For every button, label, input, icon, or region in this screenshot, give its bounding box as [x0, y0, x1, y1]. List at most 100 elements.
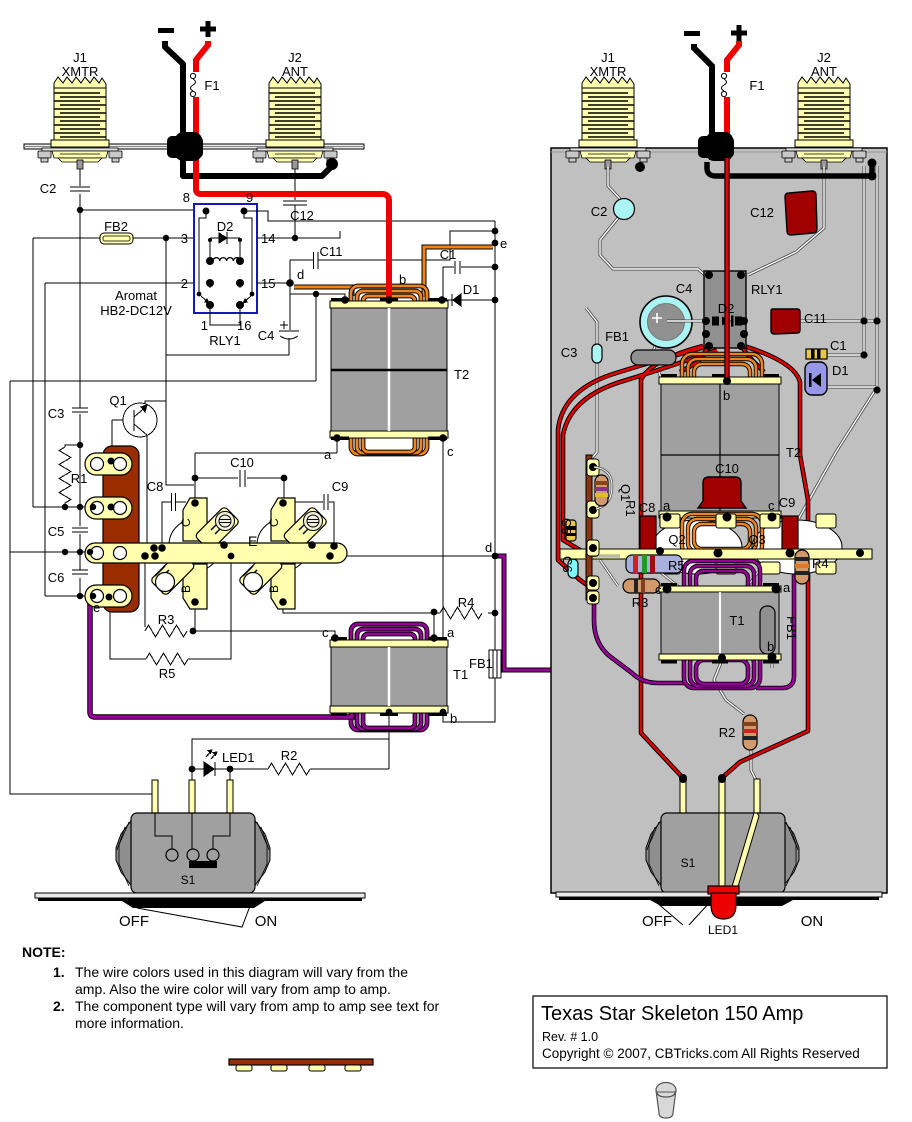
svg-text:C4: C4	[676, 281, 693, 296]
svg-text:8: 8	[183, 190, 190, 205]
svg-text:a: a	[447, 625, 455, 640]
svg-text:J2: J2	[288, 50, 302, 65]
svg-text:C1: C1	[830, 338, 847, 353]
svg-text:b: b	[767, 639, 774, 654]
svg-text:b: b	[399, 272, 406, 287]
svg-text:1.: 1.	[53, 964, 65, 980]
svg-text:R2: R2	[281, 748, 298, 763]
svg-text:c: c	[322, 625, 329, 640]
svg-text:R3: R3	[632, 595, 649, 610]
svg-text:NOTE:: NOTE:	[22, 944, 66, 960]
svg-text:15: 15	[261, 276, 275, 291]
svg-text:C10: C10	[230, 455, 254, 470]
svg-text:J1: J1	[73, 50, 87, 65]
svg-text:C11: C11	[804, 311, 827, 326]
svg-text:C8: C8	[639, 500, 656, 515]
svg-text:R2: R2	[719, 725, 736, 740]
svg-text:ON: ON	[801, 913, 824, 930]
svg-text:D1: D1	[832, 363, 849, 378]
svg-text:16: 16	[237, 318, 251, 333]
svg-text:C2: C2	[591, 204, 608, 219]
svg-text:3: 3	[181, 231, 188, 246]
svg-text:C: C	[267, 518, 281, 527]
svg-text:Aromat: Aromat	[115, 288, 157, 303]
svg-text:C5: C5	[48, 524, 65, 539]
svg-text:Q2: Q2	[668, 532, 685, 547]
svg-text:Texas Star Skeleton 150 Amp: Texas Star Skeleton 150 Amp	[541, 1003, 803, 1025]
svg-text:d: d	[485, 540, 492, 555]
svg-text:FB2: FB2	[104, 219, 128, 234]
svg-text:C6: C6	[48, 570, 65, 585]
svg-text:J1: J1	[601, 50, 615, 65]
svg-text:R5: R5	[668, 558, 685, 573]
svg-text:c: c	[447, 444, 454, 459]
svg-text:Q1: Q1	[618, 484, 633, 501]
svg-text:F1: F1	[204, 78, 219, 93]
svg-text:a: a	[783, 580, 791, 595]
svg-text:R4: R4	[812, 556, 829, 571]
svg-text:C3: C3	[48, 406, 65, 421]
svg-text:C12: C12	[750, 205, 774, 220]
svg-text:XMTR: XMTR	[62, 64, 99, 79]
svg-text:OFF: OFF	[119, 913, 149, 930]
svg-text:Q1: Q1	[109, 393, 126, 408]
svg-text:Copyright © 2007, CBTricks.com: Copyright © 2007, CBTricks.com All Right…	[542, 1046, 860, 1061]
svg-text:more information.: more information.	[75, 1015, 184, 1031]
svg-text:C3: C3	[561, 345, 578, 360]
svg-text:B: B	[267, 585, 281, 593]
svg-text:9: 9	[246, 190, 253, 205]
svg-text:C2: C2	[40, 181, 57, 196]
svg-text:LED1: LED1	[222, 750, 255, 765]
svg-text:e: e	[93, 600, 100, 615]
svg-text:J2: J2	[817, 50, 831, 65]
svg-text:C10: C10	[715, 461, 739, 476]
svg-text:RLY1: RLY1	[209, 333, 241, 348]
svg-text:ON: ON	[255, 913, 278, 930]
svg-text:F1: F1	[749, 78, 764, 93]
svg-text:D2: D2	[217, 219, 234, 234]
svg-text:The wire colors used in this d: The wire colors used in this diagram wil…	[75, 964, 408, 980]
svg-text:a: a	[663, 498, 671, 513]
svg-text:FB1: FB1	[469, 656, 493, 671]
svg-text:OFF: OFF	[642, 913, 672, 930]
svg-text:T1: T1	[729, 613, 744, 628]
svg-text:c: c	[768, 498, 775, 513]
svg-text:S1: S1	[181, 873, 196, 887]
svg-text:Q3: Q3	[748, 532, 765, 547]
svg-text:a: a	[324, 447, 332, 462]
svg-text:T2: T2	[786, 445, 801, 460]
svg-text:B: B	[179, 585, 193, 593]
svg-text:ANT: ANT	[282, 64, 308, 79]
svg-text:C6: C6	[560, 556, 575, 573]
svg-text:The component type will vary f: The component type will vary from amp to…	[75, 998, 439, 1014]
svg-text:2.: 2.	[53, 998, 65, 1014]
svg-text:C8: C8	[147, 479, 164, 494]
svg-text:FB1: FB1	[784, 616, 799, 640]
svg-text:LED1: LED1	[708, 923, 738, 937]
svg-text:R1: R1	[623, 500, 638, 517]
svg-text:R1: R1	[71, 471, 88, 486]
svg-text:T2: T2	[454, 367, 469, 382]
svg-text:Rev. # 1.0: Rev. # 1.0	[542, 1030, 598, 1044]
svg-text:RLY1: RLY1	[751, 282, 783, 297]
svg-text:ANT: ANT	[811, 64, 837, 79]
svg-text:C1: C1	[440, 247, 457, 262]
svg-text:b: b	[450, 711, 457, 726]
svg-text:D1: D1	[463, 282, 480, 297]
svg-text:c: c	[655, 582, 662, 597]
svg-text:R3: R3	[158, 612, 175, 627]
svg-text:D2: D2	[718, 301, 735, 316]
svg-text:HB2-DC12V: HB2-DC12V	[100, 303, 172, 318]
svg-text:C9: C9	[332, 479, 349, 494]
svg-text:1: 1	[201, 318, 208, 333]
svg-text:FB1: FB1	[605, 329, 629, 344]
svg-text:e: e	[500, 236, 507, 251]
svg-text:C11: C11	[320, 244, 343, 259]
svg-text:C4: C4	[258, 328, 275, 343]
svg-text:R4: R4	[458, 595, 475, 610]
svg-text:C5: C5	[559, 518, 574, 535]
svg-text:b: b	[723, 388, 730, 403]
svg-text:14: 14	[261, 231, 275, 246]
svg-text:C: C	[179, 518, 193, 527]
svg-text:E: E	[248, 533, 257, 549]
